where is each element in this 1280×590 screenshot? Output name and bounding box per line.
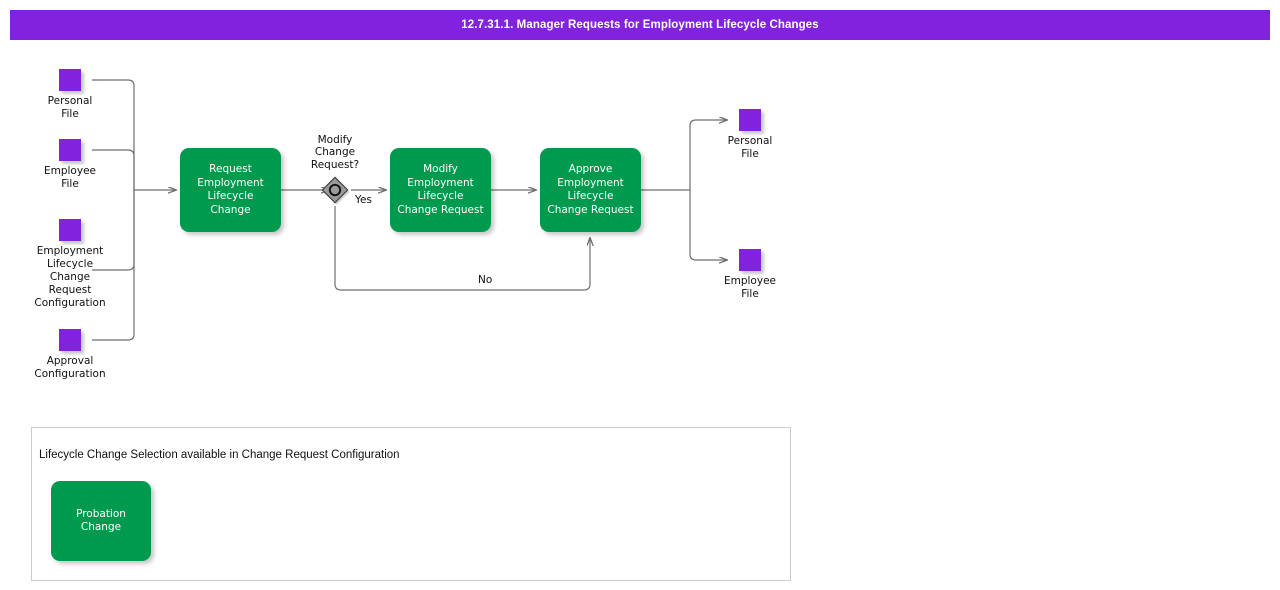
- data-object-icon: [59, 69, 81, 91]
- probation-change-option-label: Probation Change: [76, 507, 126, 534]
- wire-output-bus-to-employee-file: [689, 190, 727, 260]
- request-employment-lifecycle-change-task-label: Request Employment Lifecycle Change: [197, 163, 264, 216]
- modify-employment-lifecycle-change-request-task[interactable]: Modify Employment Lifecycle Change Reque…: [390, 148, 491, 232]
- note-panel: Lifecycle Change Selection available in …: [31, 427, 791, 581]
- employee-file-output-label: Employee File: [723, 275, 776, 300]
- gateway-diamond-icon: [321, 176, 350, 205]
- page-title-bar: 12.7.31.1. Manager Requests for Employme…: [10, 10, 1270, 40]
- employment-lifecycle-change-request-configuration-input[interactable]: Employment Lifecycle Change Request Conf…: [34, 219, 106, 309]
- personal-file-output[interactable]: Personal File: [728, 109, 772, 160]
- approve-employment-lifecycle-change-request-task[interactable]: Approve Employment Lifecycle Change Requ…: [540, 148, 641, 232]
- employee-file-input-label: Employee File: [43, 165, 96, 190]
- approval-configuration-input[interactable]: Approval Configuration: [34, 329, 106, 380]
- data-object-icon: [59, 219, 81, 241]
- approve-employment-lifecycle-change-request-task-label: Approve Employment Lifecycle Change Requ…: [547, 163, 634, 216]
- personal-file-input-label: Personal File: [47, 95, 93, 120]
- data-object-icon: [59, 139, 81, 161]
- employment-lifecycle-change-request-configuration-input-label: Employment Lifecycle Change Request Conf…: [34, 245, 106, 309]
- probation-change-option[interactable]: Probation Change: [51, 481, 151, 561]
- note-panel-text: Lifecycle Change Selection available in …: [39, 449, 400, 461]
- approval-configuration-input-label: Approval Configuration: [34, 355, 106, 380]
- employee-file-output[interactable]: Employee File: [724, 249, 776, 300]
- request-employment-lifecycle-change-task[interactable]: Request Employment Lifecycle Change: [180, 148, 281, 232]
- modify-change-request-gateway-label: Modify Change Request?: [310, 133, 360, 171]
- modify-employment-lifecycle-change-request-task-label: Modify Employment Lifecycle Change Reque…: [397, 163, 484, 216]
- personal-file-input[interactable]: Personal File: [48, 69, 92, 120]
- data-object-icon: [739, 109, 761, 131]
- personal-file-output-label: Personal File: [727, 135, 773, 160]
- data-object-icon: [739, 249, 761, 271]
- gateway-yes-edge-label: Yes: [355, 194, 372, 206]
- data-object-icon: [59, 329, 81, 351]
- gateway-no-edge-label: No: [478, 274, 493, 286]
- employee-file-input[interactable]: Employee File: [44, 139, 96, 190]
- page-title: 12.7.31.1. Manager Requests for Employme…: [461, 19, 819, 31]
- modify-change-request-gateway[interactable]: Modify Change Request?: [311, 134, 359, 205]
